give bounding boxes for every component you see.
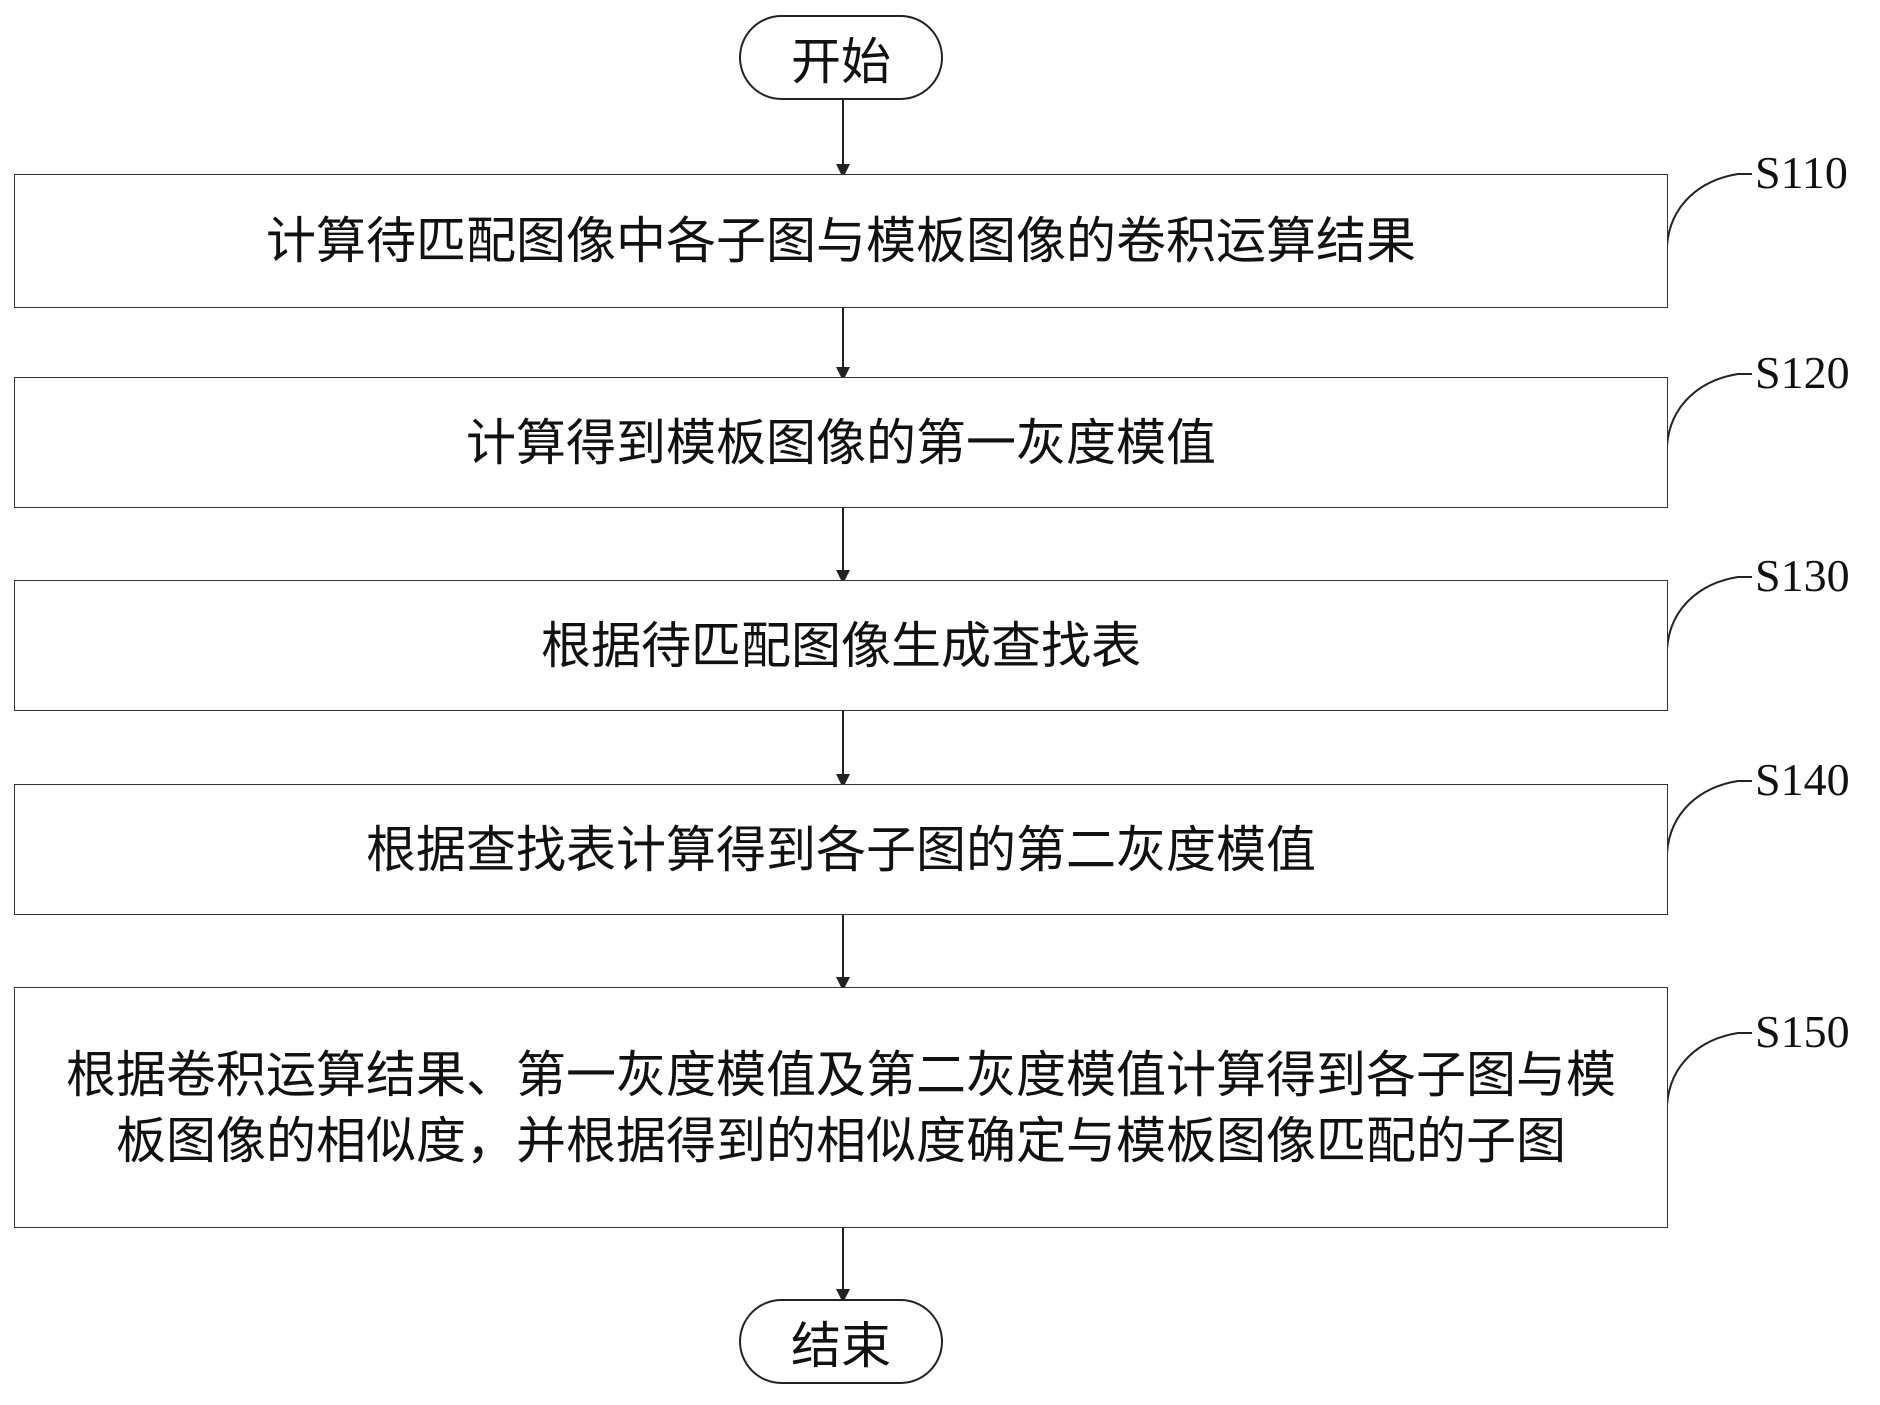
step-box-s120: 计算得到模板图像的第一灰度模值 [14, 377, 1668, 508]
end-terminal: 结束 [739, 1299, 943, 1384]
step-label-s140: S140 [1755, 754, 1850, 805]
start-terminal: 开始 [739, 15, 943, 100]
leader-s140 [1666, 780, 1752, 854]
step-label-s150: S150 [1755, 1006, 1850, 1057]
leader-s130 [1666, 576, 1752, 650]
step-box-s130: 根据待匹配图像生成查找表 [14, 580, 1668, 711]
leader-s120 [1666, 373, 1752, 447]
step-label-s130: S130 [1755, 550, 1850, 601]
leader-s110 [1666, 173, 1752, 247]
step-box-s140: 根据查找表计算得到各子图的第二灰度模值 [14, 784, 1668, 915]
step-label-s110: S110 [1755, 147, 1848, 198]
step-label-s120: S120 [1755, 347, 1850, 398]
step-box-s150: 根据卷积运算结果、第一灰度模值及第二灰度模值计算得到各子图与模板图像的相似度，并… [14, 987, 1668, 1228]
leader-s150 [1666, 1032, 1752, 1106]
step-box-s110: 计算待匹配图像中各子图与模板图像的卷积运算结果 [14, 174, 1668, 308]
